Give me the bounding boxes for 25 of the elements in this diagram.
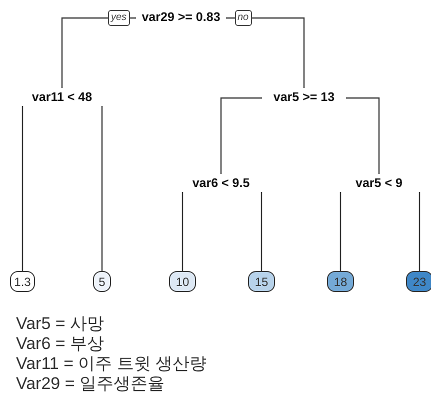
leaf-node: 18 <box>327 271 354 292</box>
split-condition: var5 < 9 <box>354 176 404 190</box>
leaf-node: 15 <box>248 271 275 292</box>
connector-line <box>346 97 380 174</box>
split-condition: var5 >= 13 <box>271 90 337 104</box>
leaf-node: 10 <box>169 271 196 292</box>
edge-label: no <box>234 10 252 26</box>
connector-line <box>340 192 342 271</box>
leaf-node: 5 <box>93 271 111 292</box>
variable-definition: Var5 = 사망 <box>16 314 106 334</box>
split-condition: var11 < 48 <box>30 90 94 104</box>
connector-line <box>101 106 103 271</box>
connector-line <box>182 192 184 271</box>
connector-line <box>22 106 24 271</box>
connector-line <box>260 192 262 271</box>
leaf-node: 1.3 <box>10 271 35 292</box>
split-condition: var29 >= 0.83 <box>140 10 222 24</box>
connector-line <box>220 97 262 174</box>
connector-line <box>418 192 420 271</box>
variable-definition: Var11 = 이주 트윗 생산량 <box>16 354 207 374</box>
edge-label: yes <box>108 10 130 26</box>
leaf-node: 23 <box>406 271 431 292</box>
variable-definition: Var29 = 일주생존율 <box>16 374 166 394</box>
variable-definition: Var6 = 부상 <box>16 334 106 354</box>
split-condition: var6 < 9.5 <box>190 176 252 190</box>
